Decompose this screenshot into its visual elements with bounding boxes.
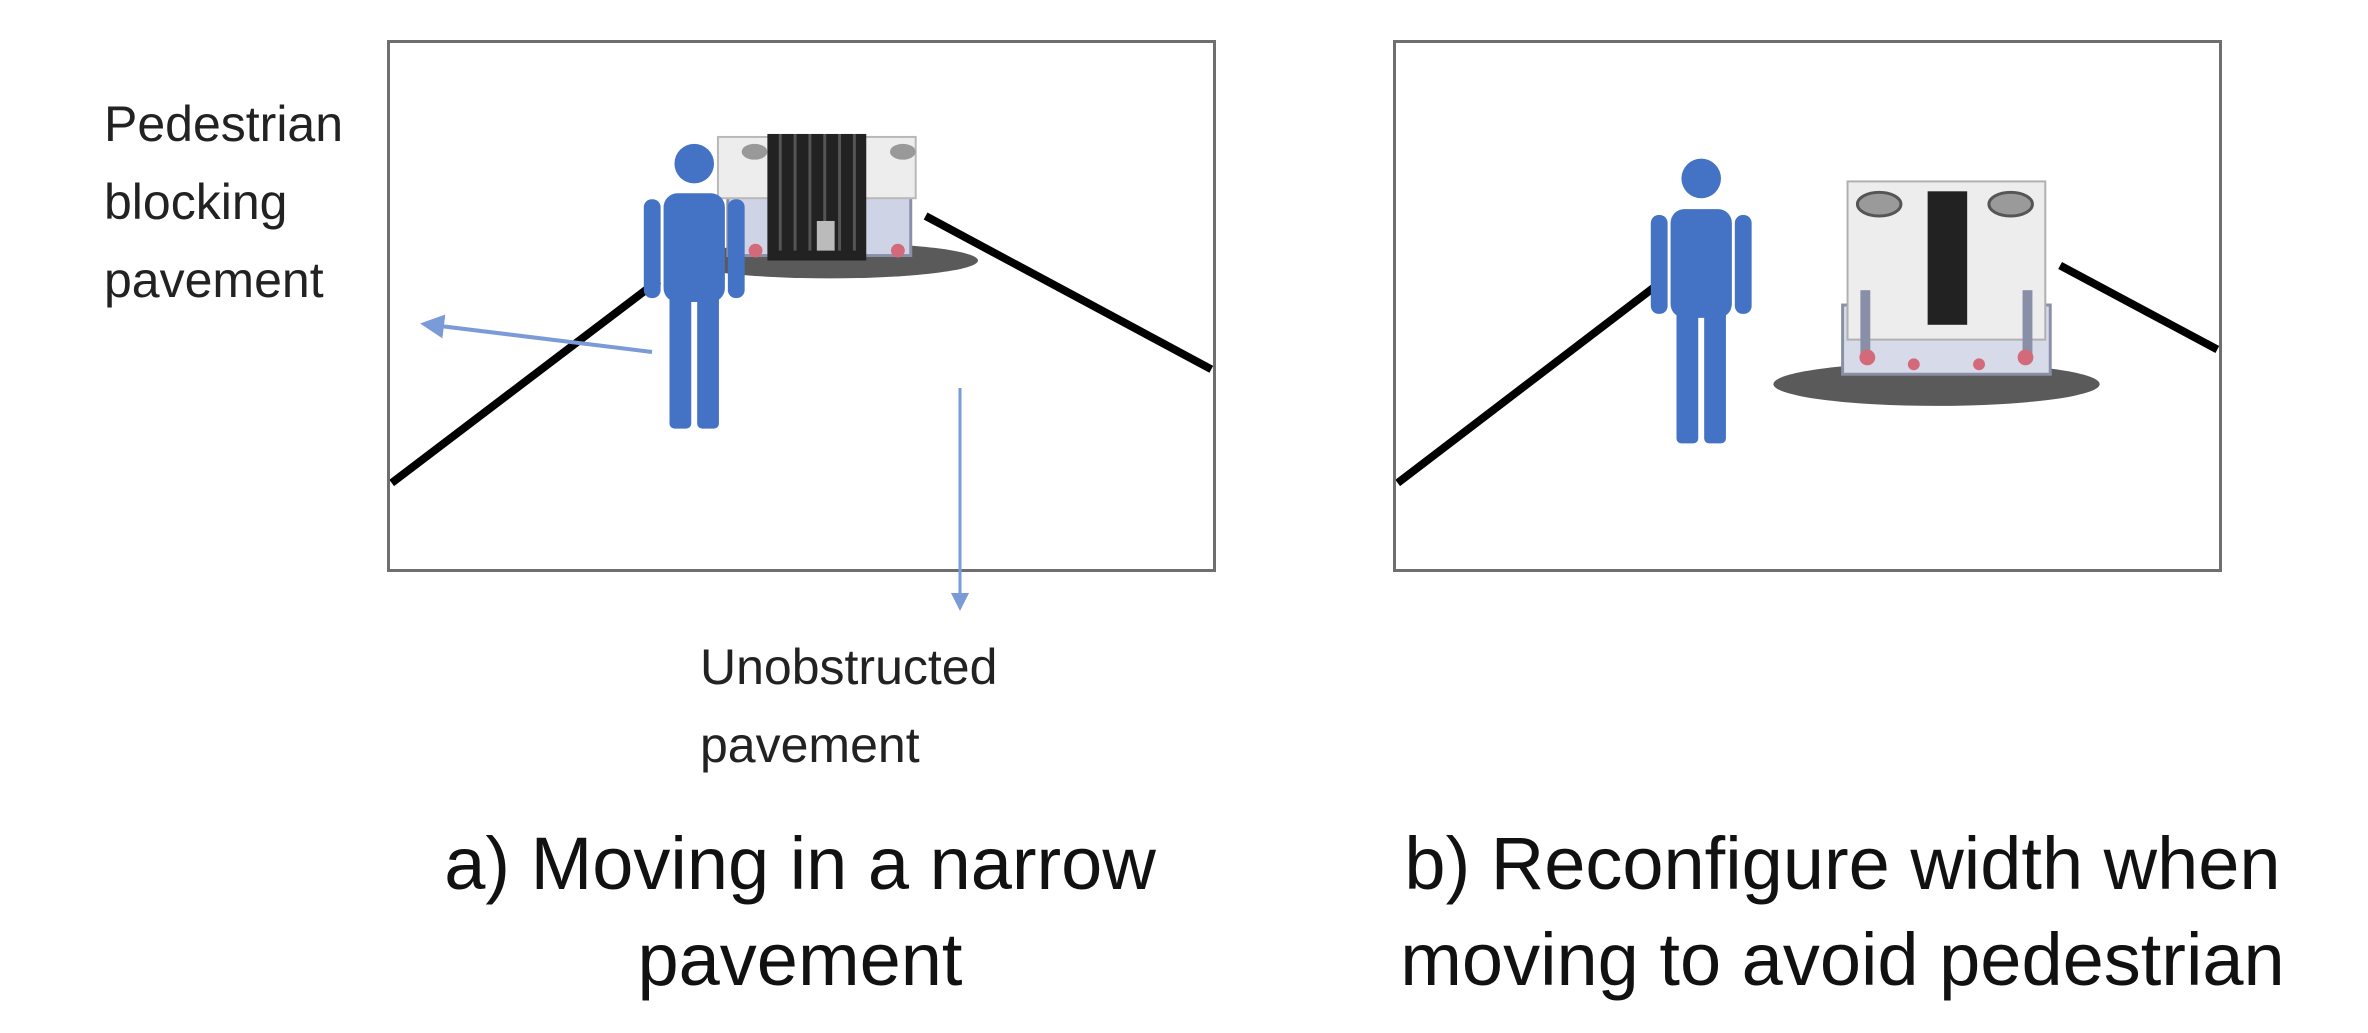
caption-a: a) Moving in a narrow pavement [444,822,1156,1001]
robot-narrow-icon [681,133,978,279]
caption-b: b) Reconfigure width when moving to avoi… [1400,822,2285,1001]
robot-reconfigured-icon [1773,180,2100,406]
scene-a [390,133,1213,487]
panel-b-reconfigure-width [1393,40,2222,572]
pavement-edge-left [390,277,662,487]
pavement-edge-right [2058,261,2219,353]
unobstructed-pavement-label: Unobstructed pavement [700,639,998,773]
pedestrian-icon [1650,158,1752,444]
panel-a-narrow-pavement [387,40,1216,572]
pavement-edge-left [1396,282,1660,487]
pedestrian-icon [643,143,745,429]
pedestrian-blocking-label: Pedestrian blocking pavement [104,96,344,308]
pavement-edge-right [923,212,1213,373]
scene-b [1396,158,2219,487]
